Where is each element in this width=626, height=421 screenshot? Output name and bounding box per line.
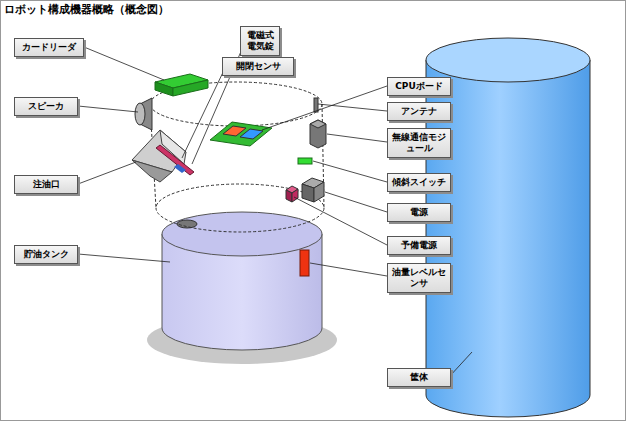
label-box: 電磁式電気錠 — [240, 26, 280, 56]
part-label: 筐体 — [391, 372, 447, 383]
backup-power — [286, 186, 298, 202]
power-supply — [302, 178, 324, 202]
part-label: 貯油タンク — [18, 249, 74, 260]
part-label: 油量レベルセンサ — [391, 267, 447, 289]
part-label: 注油口 — [18, 179, 74, 190]
label-box: 予備電源 — [387, 236, 451, 255]
part-label: アンテナ — [391, 106, 447, 117]
label-box: 筐体 — [387, 368, 451, 387]
part-label: 電磁式電気錠 — [244, 30, 276, 52]
oil-inlet — [132, 130, 186, 182]
label-box: スピーカ — [14, 97, 78, 116]
part-label: 開閉センサ — [226, 61, 290, 72]
label-box: 油量レベルセンサ — [387, 263, 451, 293]
robot-outline — [150, 82, 324, 232]
part-label: カードリーダ — [18, 42, 80, 53]
oil-tank — [147, 212, 337, 364]
label-box: 無線通信モジュール — [387, 128, 451, 158]
wireless-module — [310, 98, 326, 148]
part-label: 無線通信モジュール — [391, 132, 447, 154]
label-box: アンテナ — [387, 102, 451, 121]
part-label: CPUボード — [391, 81, 447, 92]
label-box: 傾斜スイッチ — [387, 173, 451, 192]
part-label: 電源 — [391, 207, 447, 218]
label-box: カードリーダ — [14, 38, 84, 57]
door-sensor — [156, 145, 194, 175]
leader-lines — [78, 40, 472, 377]
part-label: スピーカ — [18, 101, 74, 112]
cpu-board — [210, 122, 272, 146]
label-box: 開閉センサ — [222, 57, 294, 76]
card-reader — [155, 74, 208, 96]
label-box: 電源 — [387, 203, 451, 222]
part-label: 予備電源 — [391, 240, 447, 251]
oil-level-sensor — [300, 250, 309, 276]
label-box: CPUボード — [387, 77, 451, 96]
label-box: 貯油タンク — [14, 245, 78, 264]
speaker — [135, 98, 152, 130]
tilt-switch — [298, 158, 312, 164]
label-box: 注油口 — [14, 175, 78, 194]
part-label: 傾斜スイッチ — [391, 177, 447, 188]
diagram-title: ロボット構成機器概略（概念図） — [4, 2, 169, 17]
